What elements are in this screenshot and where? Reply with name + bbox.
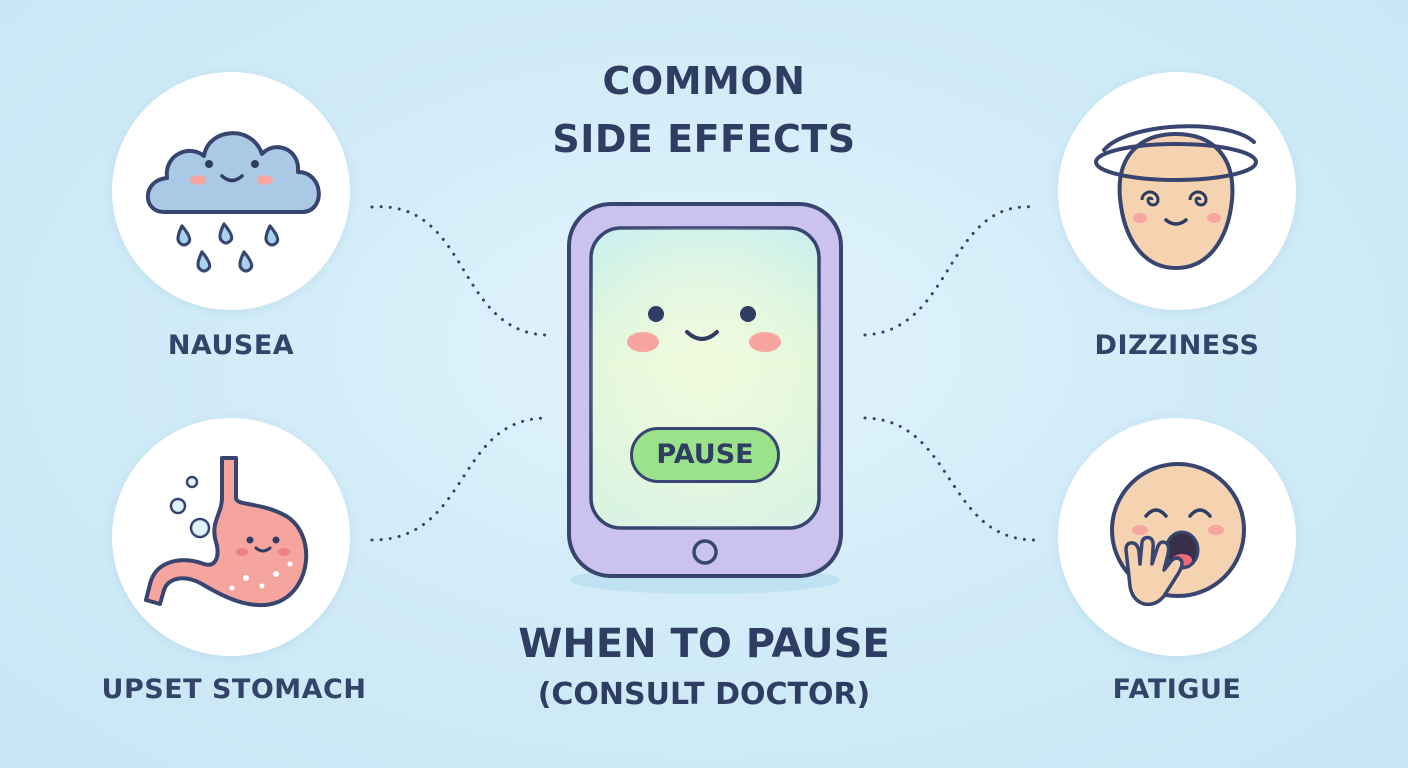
phone-device: PAUSE	[545, 190, 865, 610]
connector-upset-stomach	[370, 416, 547, 542]
upset-stomach-circle	[112, 418, 350, 656]
rain-cloud-icon	[145, 131, 321, 273]
phone-frame	[567, 202, 843, 594]
yawning-face-icon	[1110, 462, 1246, 607]
title-line-1: COMMON	[602, 59, 806, 103]
title-line-2: SIDE EFFECTS	[552, 117, 856, 161]
home-button	[692, 539, 718, 565]
dizziness-circle	[1058, 72, 1296, 310]
connector-nausea	[370, 205, 547, 337]
dizzy-face-icon	[1094, 124, 1258, 271]
nausea-label: NAUSEA	[167, 330, 295, 361]
nausea-circle	[112, 72, 350, 310]
pause-heading: WHEN TO PAUSE (CONSULT DOCTOR)	[454, 615, 954, 717]
phone-face-eye	[740, 306, 756, 322]
pause-heading-line-2: (CONSULT DOCTOR)	[537, 677, 871, 712]
dizziness-label: DIZZINESS	[1094, 330, 1260, 361]
connector-dizziness	[863, 205, 1037, 337]
diagram-title: COMMON SIDE EFFECTS	[454, 52, 954, 168]
stomach-icon	[144, 456, 309, 608]
fatigue-circle	[1058, 418, 1296, 656]
pause-heading-line-1: WHEN TO PAUSE	[518, 621, 890, 667]
pause-button[interactable]: PAUSE	[630, 427, 780, 483]
phone-face-eye	[648, 306, 664, 322]
upset-stomach-label: UPSET STOMACH	[101, 674, 367, 705]
connector-fatigue	[863, 416, 1037, 542]
fatigue-label: FATIGUE	[1112, 674, 1242, 705]
